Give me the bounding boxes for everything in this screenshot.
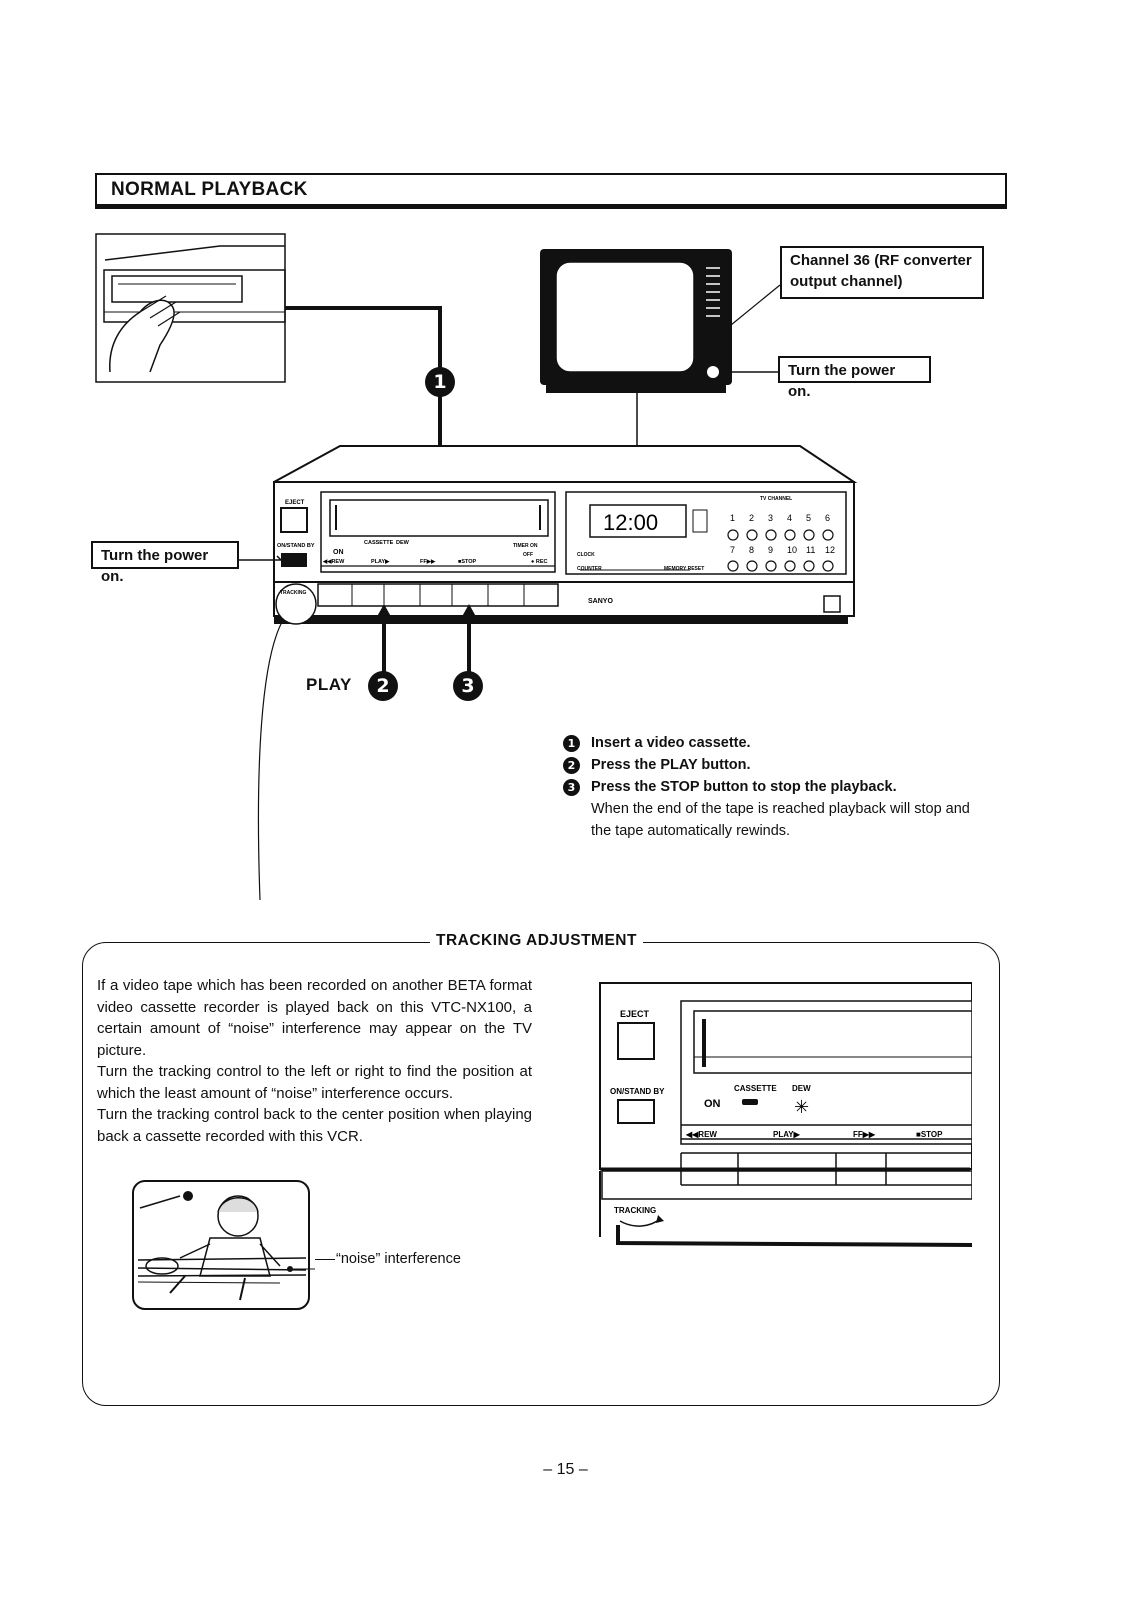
vcr-counter-label: COUNTER — [577, 566, 602, 572]
closeup-rew-label: ◀◀REW — [685, 1130, 717, 1139]
tv-channel-callout: Channel 36 (RF converter output channel) — [780, 246, 984, 299]
section-header: NORMAL PLAYBACK — [95, 173, 1007, 209]
step-marker-1: 1 — [425, 367, 455, 397]
vcr-channel-button — [822, 529, 834, 541]
vcr-channel-number: 12 — [825, 545, 835, 555]
vcr-closeup-illustration: EJECT ON/STAND BY CASSETTE DEW ON ✳ ◀◀RE… — [599, 982, 972, 1247]
page-number: – 15 – — [543, 1461, 588, 1478]
noise-interference-label: “noise” interference — [336, 1251, 461, 1267]
closeup-on-stand-by-label: ON/STAND BY — [610, 1087, 665, 1096]
vcr-channel-number: 11 — [806, 545, 815, 555]
dew-icon: ✳ — [794, 1097, 809, 1117]
vcr-channel-button — [765, 560, 777, 572]
vcr-dew-label: DEW — [396, 540, 410, 546]
vcr-channel-button — [746, 560, 758, 572]
vcr-channel-button — [784, 560, 796, 572]
vcr-channel-button — [803, 529, 815, 541]
section-title: NORMAL PLAYBACK — [111, 179, 308, 200]
closeup-eject-label: EJECT — [620, 1009, 650, 1019]
tracking-paragraph: If a video tape which has been recorded … — [97, 977, 532, 1059]
vcr-channel-number: 1 — [730, 513, 735, 523]
closeup-play-label: PLAY▶ — [773, 1130, 801, 1139]
step-number: 1 — [563, 734, 580, 752]
step-text: Insert a video cassette. — [591, 735, 751, 751]
steps-list: 1 Insert a video cassette. 2 Press the P… — [563, 732, 983, 842]
vcr-brand-label: SANYO — [588, 598, 613, 605]
tv-illustration — [540, 249, 793, 450]
vcr-channel-button — [727, 560, 739, 572]
vcr-tv-channel-label: TV CHANNEL — [760, 496, 792, 502]
vcr-channel-number: 10 — [787, 545, 797, 555]
vcr-rec-label: ● REC — [531, 559, 547, 565]
closeup-ff-label: FF▶▶ — [853, 1130, 876, 1139]
vcr-channel-numbers-bottom: 7 8 9 10 11 12 — [727, 545, 835, 572]
vcr-channel-number: 5 — [806, 513, 811, 523]
step-item: 3 Press the STOP button to stop the play… — [563, 776, 983, 798]
vcr-stop-label: ■STOP — [458, 559, 477, 565]
vcr-cassette-label: CASSETTE — [364, 540, 394, 546]
step-marker-2: 2 — [368, 671, 398, 701]
noise-tv-illustration — [132, 1180, 315, 1310]
vcr-channel-button — [822, 560, 834, 572]
play-label: PLAY — [306, 675, 352, 694]
vcr-channel-numbers-top: 1 2 3 4 5 6 — [727, 513, 834, 541]
vcr-eject-label: EJECT — [285, 500, 305, 506]
vcr-power-callout: Turn the power on. — [91, 541, 239, 585]
vcr-ff-label: FF▶▶ — [420, 558, 436, 565]
closeup-cassette-label: CASSETTE — [734, 1084, 777, 1093]
tv-power-callout: Turn the power on. — [778, 356, 931, 400]
closeup-on-label: ON — [704, 1098, 721, 1110]
vcr-channel-button — [765, 529, 777, 541]
vcr-on-stand-by-label: ON/STAND BY — [277, 543, 315, 549]
tracking-title: TRACKING ADJUSTMENT — [430, 932, 643, 950]
vcr-channel-number: 3 — [768, 513, 773, 523]
step-number: 2 — [563, 756, 580, 774]
vcr-channel-number: 2 — [749, 513, 754, 523]
closeup-dew-label: DEW — [792, 1084, 811, 1093]
vcr-display-time: 12:00 — [603, 510, 658, 535]
step-item: 1 Insert a video cassette. — [563, 732, 983, 754]
vcr-clock-label: CLOCK — [577, 552, 595, 558]
vcr-channel-number: 9 — [768, 545, 773, 555]
vcr-play-label: PLAY▶ — [371, 558, 390, 565]
vcr-channel-button — [746, 529, 758, 541]
tracking-paragraph: Turn the tracking control to the left or… — [97, 1063, 532, 1102]
vcr-timer-on-label: TIMER ON — [513, 543, 538, 549]
vcr-channel-button — [727, 529, 739, 541]
vcr-tracking-label: TRACKING — [280, 590, 306, 596]
step-text: Press the STOP button to stop the playba… — [591, 779, 897, 795]
tracking-paragraph: Turn the tracking control back to the ce… — [97, 1106, 532, 1145]
step-item: 2 Press the PLAY button. — [563, 754, 983, 776]
cassette-icon — [742, 1099, 758, 1105]
vcr-channel-button — [784, 529, 796, 541]
step-marker-3: 3 — [453, 671, 483, 701]
cassette-insert-illustration — [95, 233, 286, 383]
vcr-channel-number: 8 — [749, 545, 754, 555]
step-text: Press the PLAY button. — [591, 757, 751, 773]
vcr-channel-button — [803, 560, 815, 572]
vcr-channel-number: 6 — [825, 513, 830, 523]
vcr-on-label: ON — [333, 549, 344, 556]
vcr-channel-number: 4 — [787, 513, 792, 523]
vcr-off-label: OFF — [523, 552, 533, 558]
tracking-body: If a video tape which has been recorded … — [97, 975, 532, 1147]
step-note: When the end of the tape is reached play… — [591, 801, 970, 839]
vcr-playback-illustration: EJECT ON/STAND BY CASSETTE DEW ON ◀◀REW … — [95, 233, 858, 901]
vcr-memory-reset-label: MEMORY RESET — [664, 566, 704, 572]
closeup-stop-label: ■STOP — [916, 1130, 943, 1139]
vcr-channel-number: 7 — [730, 545, 735, 555]
vcr-rew-label: ◀◀REW — [322, 558, 345, 565]
closeup-tracking-label: TRACKING — [614, 1206, 656, 1215]
step-number: 3 — [563, 778, 580, 796]
